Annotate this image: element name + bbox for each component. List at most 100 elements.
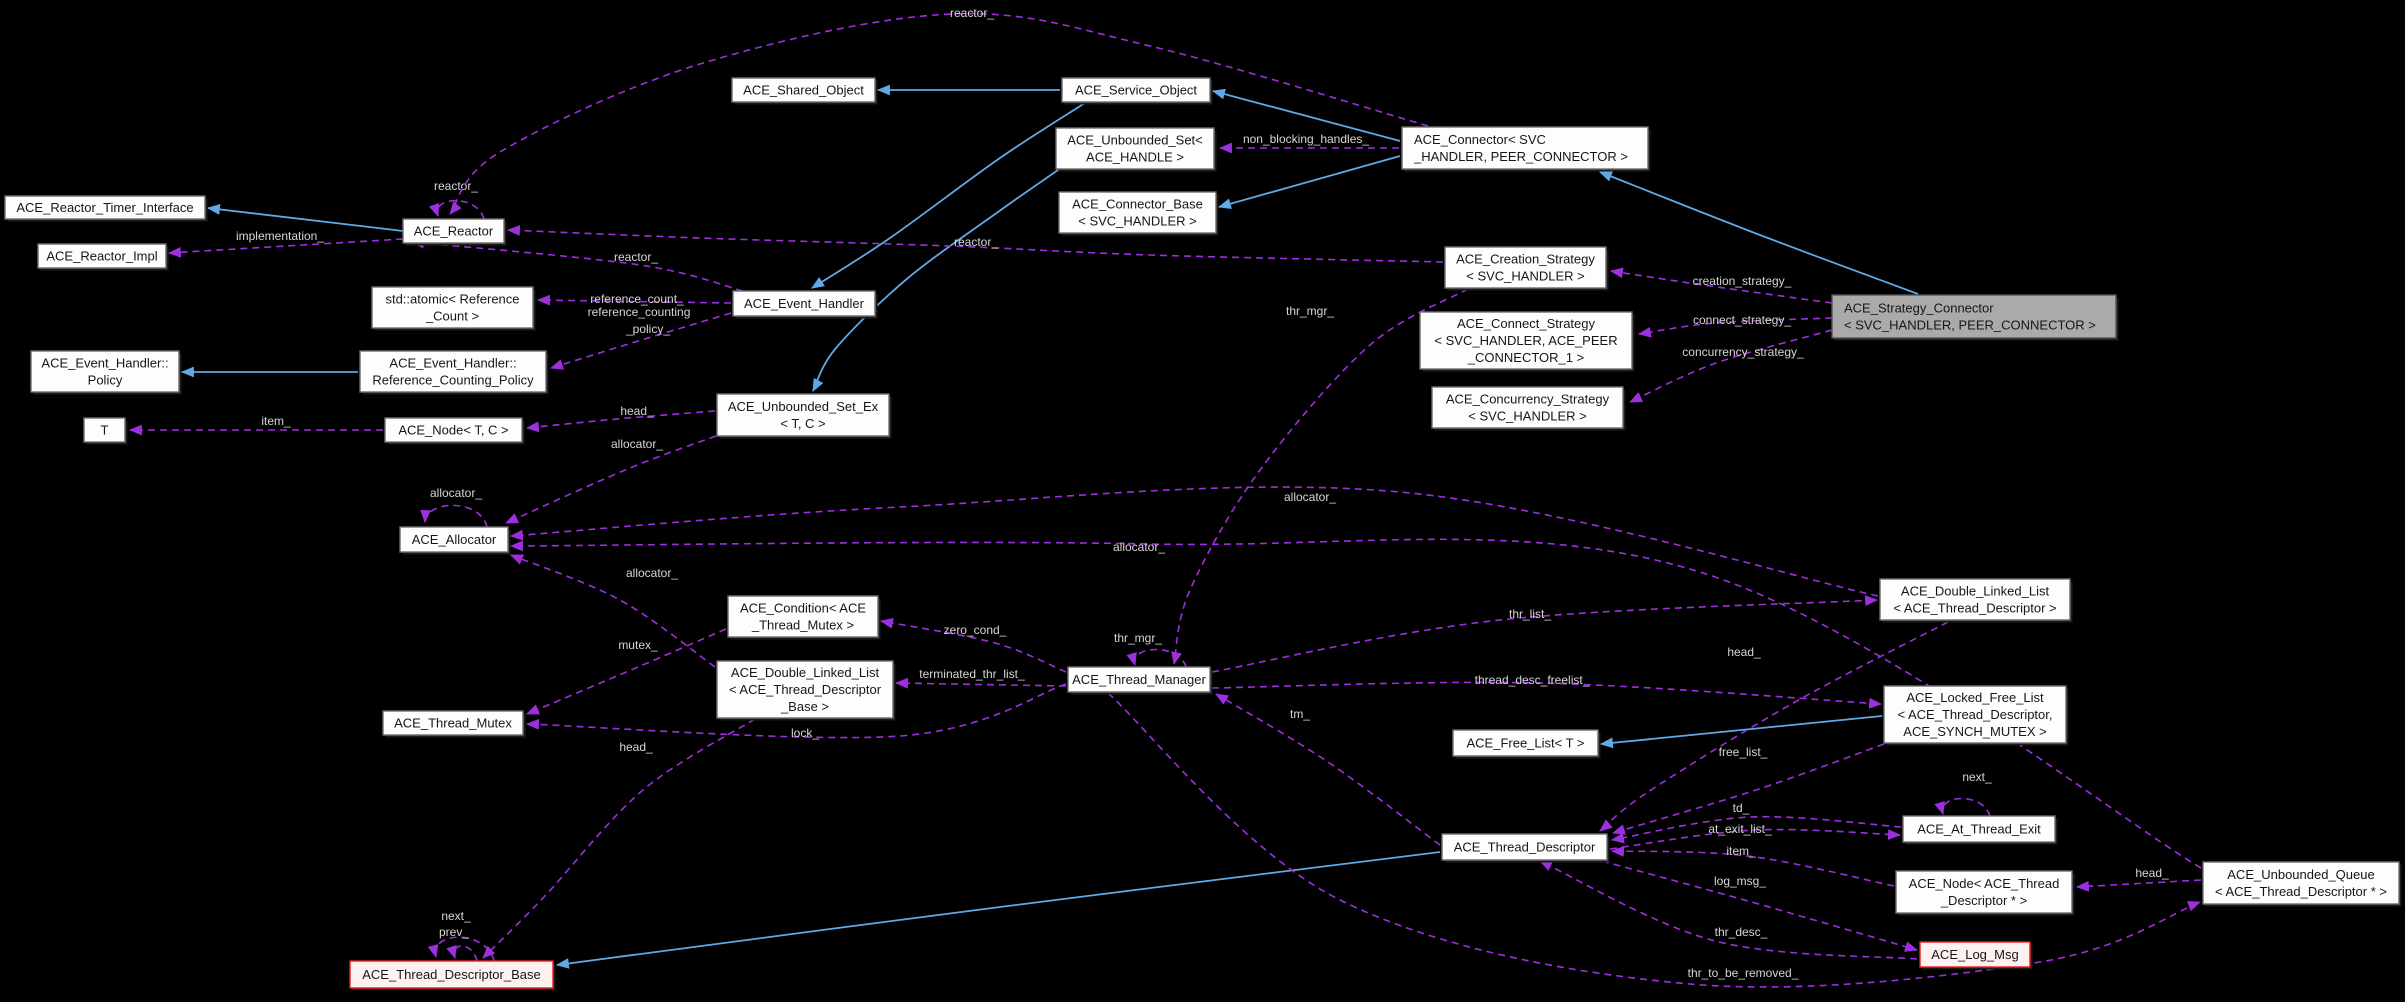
node-label: Reference_Counting_Policy [372, 373, 534, 388]
node-label: ACE_Locked_Free_List [1906, 690, 2044, 705]
node-unbounded_queue[interactable]: ACE_Unbounded_Queue< ACE_Thread_Descript… [2202, 861, 2402, 907]
node-box [30, 350, 180, 393]
node-unbounded_set_ex[interactable]: ACE_Unbounded_Set_Ex< T, C > [716, 393, 892, 439]
edge-label-node-td-item: item_ [1726, 844, 1756, 858]
edge-locked-free-list-to-free-list [1599, 715, 1883, 749]
node-label: Policy [88, 373, 123, 388]
node-label: ACE_Thread_Manager [1072, 672, 1206, 687]
node-connect_strategy[interactable]: ACE_Connect_Strategy< SVC_HANDLER, ACE_P… [1419, 311, 1635, 372]
node-label: ACE_Condition< ACE [740, 601, 866, 616]
edge-concurrency-strategy-link [1629, 329, 1833, 403]
node-box [399, 526, 509, 553]
node-event_handler[interactable]: ACE_Event_Handler [732, 290, 878, 319]
edge-at-exit-td [1610, 815, 1902, 844]
node-box [1058, 191, 1217, 234]
node-label: ACE_Reactor_Timer_Interface [16, 200, 193, 215]
node-connector[interactable]: ACE_Connector< SVC_HANDLER, PEER_CONNECT… [1401, 126, 1651, 172]
node-thread_mutex[interactable]: ACE_Thread_Mutex [382, 710, 526, 738]
node-shared_object[interactable]: ACE_Shared_Object [731, 77, 878, 105]
edge-event-handler-reactor [410, 237, 744, 292]
node-box [382, 710, 524, 736]
node-free_list[interactable]: ACE_Free_List< T > [1452, 729, 1601, 759]
node-node_tc[interactable]: ACE_Node< T, C > [384, 417, 525, 445]
node-locked_free_list[interactable]: ACE_Locked_Free_List< ACE_Thread_Descrip… [1883, 685, 2069, 746]
node-label: ACE_Reactor [414, 224, 494, 239]
node-label: < SVC_HANDLER > [1468, 409, 1587, 424]
node-box [1919, 941, 2031, 968]
node-box [1401, 126, 1649, 170]
node-label: ACE_SYNCH_MUTEX > [1903, 724, 2046, 739]
edges-layer: reactor_implementation_reactor_reactor_r… [128, 6, 2202, 988]
node-node_td[interactable]: ACE_Node< ACE_Thread_Descriptor * > [1895, 870, 2075, 916]
node-thread_descriptor_base[interactable]: ACE_Thread_Descriptor_Base [349, 960, 556, 991]
node-label: T [101, 423, 109, 438]
edge-td-log-msg [1601, 860, 1919, 952]
edge-reference-counting-policy [549, 312, 732, 370]
node-box [1831, 294, 2117, 339]
node-reactor_impl[interactable]: ACE_Reactor_Impl [37, 243, 169, 271]
node-dll_td[interactable]: ACE_Double_Linked_List< ACE_Thread_Descr… [1879, 578, 2073, 623]
node-label: ACE_Creation_Strategy [1456, 252, 1595, 267]
node-reactor_timer_interface[interactable]: ACE_Reactor_Timer_Interface [4, 195, 208, 222]
node-allocator[interactable]: ACE_Allocator [399, 526, 511, 555]
node-box [1902, 815, 2056, 843]
node-log_msg[interactable]: ACE_Log_Msg [1919, 941, 2033, 970]
node-label: ACE_Unbounded_Set< [1067, 133, 1203, 148]
edge-dll-td-allocator [509, 486, 1879, 597]
edge-label-manager-self: thr_mgr_ [1114, 631, 1162, 645]
edge-creation-strategy-reactor [506, 225, 1444, 263]
edge-reference-count [536, 294, 732, 306]
node-t_class[interactable]: T [83, 417, 128, 445]
edge-dll-tdb-head [482, 718, 756, 959]
node-label: ACE_Thread_Mutex [394, 716, 512, 731]
node-eh_rcp[interactable]: ACE_Event_Handler::Reference_Counting_Po… [359, 350, 549, 395]
edge-manager-thr-list [1211, 595, 1879, 673]
node-unbounded_set[interactable]: ACE_Unbounded_Set< ACE_HANDLE > [1055, 127, 1217, 172]
node-label: ACE_Double_Linked_List [731, 665, 880, 680]
node-connector_base[interactable]: ACE_Connector_Base< SVC_HANDLER > [1058, 191, 1219, 236]
edge-label-dll-td-allocator: allocator_ [1284, 490, 1336, 504]
edge-connector-to-connector-base [1217, 155, 1401, 209]
edge-label-dll-tdb-head: head_ [619, 740, 653, 754]
node-label: ACE_HANDLE > [1086, 150, 1184, 165]
node-at_thread_exit[interactable]: ACE_At_Thread_Exit [1902, 815, 2058, 845]
edge-label-dll-td-head: head_ [1727, 645, 1761, 659]
edge-label-creation-thr-mgr: thr_mgr_ [1286, 304, 1334, 318]
edge-label-creation-strategy-link: creation_strategy_ [1693, 274, 1792, 288]
node-label: ACE_Reactor_Impl [46, 249, 157, 264]
node-label: ACE_Shared_Object [743, 83, 864, 98]
node-box [1879, 578, 2071, 621]
node-eh_policy[interactable]: ACE_Event_Handler::Policy [30, 350, 182, 395]
node-thread_descriptor[interactable]: ACE_Thread_Descriptor [1441, 833, 1610, 863]
node-std_atomic[interactable]: std::atomic< Reference_Count > [371, 286, 536, 331]
edge-label-log-msg-thr-desc: thr_desc_ [1715, 925, 1768, 939]
edge-label-set-ex-allocator: allocator_ [611, 437, 663, 451]
node-box [402, 218, 505, 244]
edge-label-set-ex-head: head_ [620, 404, 654, 418]
node-service_object[interactable]: ACE_Service_Object [1061, 77, 1213, 105]
node-box [1895, 870, 2073, 914]
node-label: _Count > [425, 309, 479, 324]
edge-set-ex-allocator [505, 435, 717, 524]
node-label: < SVC_HANDLER > [1466, 269, 1585, 284]
node-box [732, 290, 876, 317]
node-strategy_connector[interactable]: ACE_Strategy_Connector< SVC_HANDLER, PEE… [1831, 294, 2119, 341]
node-box [384, 417, 523, 443]
edge-label-allocator-self: allocator_ [430, 486, 482, 500]
edge-label-manager-lock: lock_ [791, 726, 819, 740]
edge-dll-td-head [1599, 621, 1949, 832]
node-reactor[interactable]: ACE_Reactor [402, 218, 507, 246]
node-thread_manager[interactable]: ACE_Thread_Manager [1067, 666, 1213, 695]
node-condition[interactable]: ACE_Condition< ACE_Thread_Mutex > [727, 595, 881, 640]
node-dll_tdb[interactable]: ACE_Double_Linked_List < ACE_Thread_Descr… [716, 660, 896, 721]
nodes-layer: ACE_Reactor_Timer_InterfaceACE_Reactor_I… [4, 77, 2402, 991]
node-label: < ACE_Thread_Descriptor * > [2215, 884, 2387, 899]
node-creation_strategy[interactable]: ACE_Creation_Strategy < SVC_HANDLER > [1444, 246, 1609, 291]
node-box [1055, 127, 1215, 170]
node-box [4, 195, 206, 220]
node-label: < ACE_Thread_Descriptor [729, 682, 882, 697]
edge-dll-tdb-allocator [509, 554, 716, 668]
node-concurrency_strategy[interactable]: ACE_Concurrency_Strategy< SVC_HANDLER > [1431, 386, 1626, 431]
